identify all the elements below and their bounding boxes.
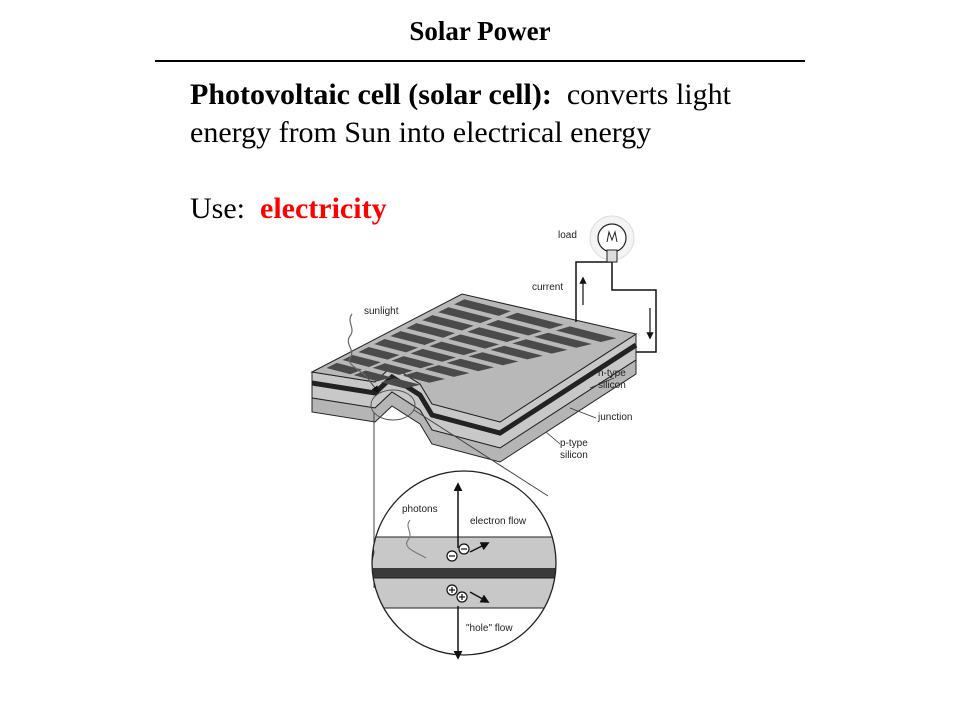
solar-cell	[555, 326, 617, 342]
photon-ray-icon	[406, 519, 427, 559]
solar-cell	[410, 348, 456, 362]
solar-cell	[358, 346, 400, 360]
hole-flow-label: "hole" flow	[466, 623, 513, 634]
solar-cell	[391, 356, 435, 369]
solar-cell	[342, 354, 381, 367]
electron-flow-label: electron flow	[470, 516, 527, 527]
cell-grid	[326, 299, 617, 389]
use-label: Use:	[190, 192, 245, 225]
p-type-silicon-label: silicon	[560, 450, 588, 461]
bulb-icon	[589, 215, 635, 263]
n-type-label: n-type	[598, 368, 626, 379]
use-value: electricity	[260, 192, 387, 225]
solar-cell	[486, 320, 543, 336]
definition-term: Photovoltaic cell (solar cell):	[190, 78, 552, 111]
solar-cell	[372, 363, 413, 375]
current-label: current	[532, 282, 563, 293]
solar-cell	[467, 327, 521, 343]
solar-cell	[448, 334, 500, 349]
solar-cell	[406, 323, 456, 338]
solar-cell	[438, 307, 493, 324]
photons-label: photons	[402, 504, 438, 515]
solar-cell	[402, 371, 445, 383]
solar-cell	[422, 315, 474, 331]
solar-cell	[505, 312, 564, 329]
magnified-view	[371, 470, 557, 656]
solar-cell	[512, 339, 568, 354]
slide-title: Solar Power	[409, 16, 551, 46]
p-type-label: p-type	[560, 438, 588, 449]
definition-text: Photovoltaic cell (solar cell): converts…	[190, 76, 810, 152]
leader-lines	[545, 377, 615, 445]
sunlight-label: sunlight	[364, 306, 399, 317]
junction-label: junction	[597, 412, 632, 423]
magnify-source-ellipse	[370, 389, 416, 421]
solar-cell	[424, 365, 470, 377]
solar-cell	[429, 341, 478, 356]
n-type-silicon-label: silicon	[598, 380, 626, 391]
solar-cell	[454, 299, 511, 316]
solar-cell	[326, 362, 363, 375]
electron-charge-icon	[446, 542, 490, 562]
definition-line-2: energy from Sun into electrical energy	[190, 116, 652, 149]
definition-line-1: converts light	[566, 78, 731, 111]
hole-charge-icon	[446, 584, 490, 603]
title-divider	[155, 60, 805, 62]
solar-cell	[390, 331, 437, 346]
solar-cell	[446, 358, 494, 372]
use-line: Use: electricity	[190, 192, 387, 226]
solar-cell	[380, 378, 421, 389]
solar-cell	[490, 345, 543, 360]
solar-cell	[468, 352, 519, 366]
sunlight-ray-icon	[347, 313, 369, 379]
load-label: load	[558, 230, 577, 241]
solar-cell	[534, 332, 592, 348]
solar-cell	[374, 339, 418, 353]
